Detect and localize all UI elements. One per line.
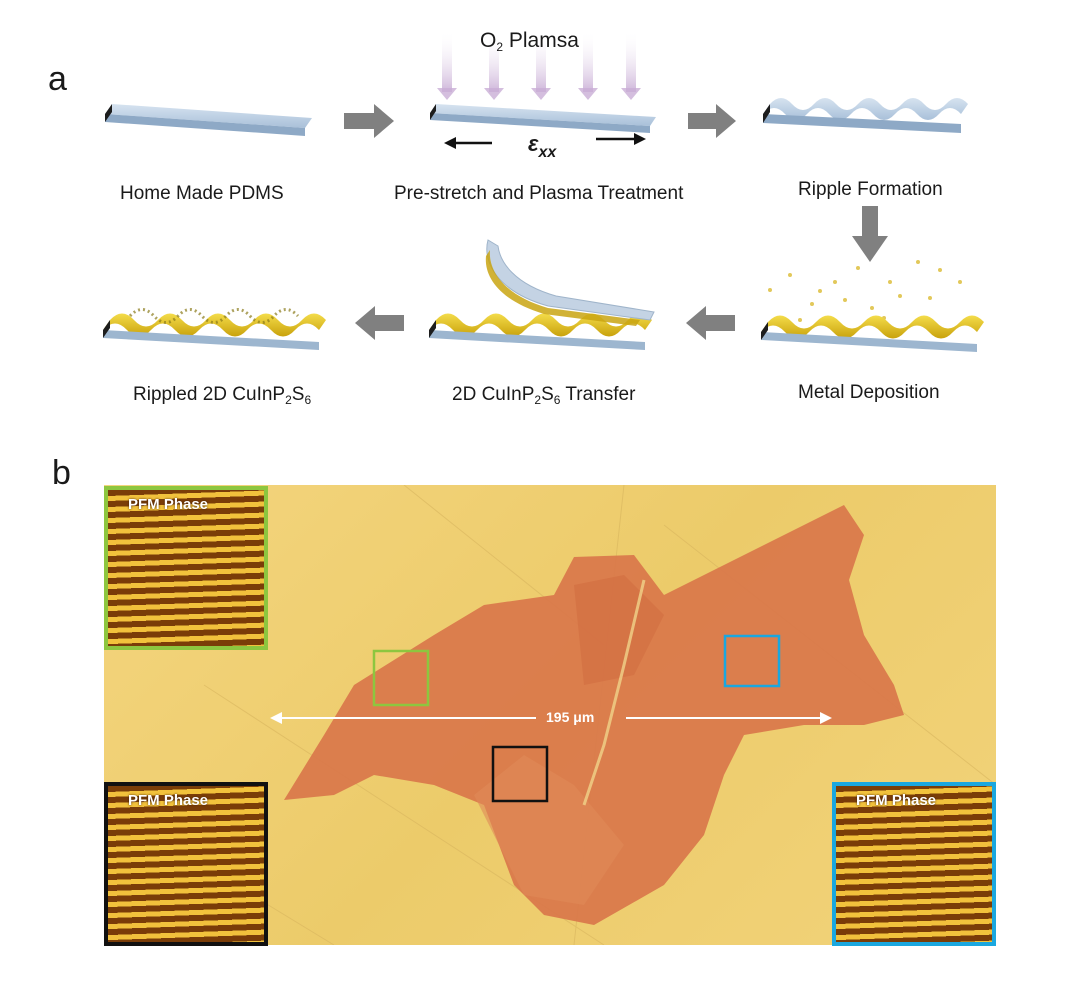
inset-black-label: PFM Phase bbox=[128, 792, 209, 809]
plasma-label: O2 Plamsa bbox=[480, 29, 579, 54]
inset-blue-label: PFM Phase bbox=[856, 792, 937, 809]
plasma-rays bbox=[437, 30, 641, 100]
inset-blue: PFM Phase bbox=[832, 782, 996, 946]
rippled-pdms bbox=[763, 98, 968, 133]
inset-green-label: PFM Phase bbox=[128, 496, 209, 513]
caption-prestretch: Pre-stretch and Plasma Treatment bbox=[394, 183, 684, 204]
process-arrow-left-2 bbox=[355, 306, 404, 340]
caption-rippled-cuinps: Rippled 2D CuInP2S6 bbox=[133, 384, 312, 407]
caption-metal-deposition: Metal Deposition bbox=[798, 382, 940, 403]
panel-a-label: a bbox=[48, 60, 67, 98]
process-arrow-1 bbox=[344, 104, 394, 138]
scale-bar-label: 195 μm bbox=[546, 709, 595, 725]
region-blue bbox=[723, 634, 781, 688]
pdms-slab bbox=[105, 104, 312, 136]
region-black bbox=[491, 745, 549, 803]
gold-rippled-pdms bbox=[761, 315, 984, 352]
panel-b-label: b bbox=[52, 454, 71, 492]
rippled-cuinps-structure bbox=[103, 308, 326, 350]
region-green bbox=[372, 649, 430, 707]
caption-home-made-pdms: Home Made PDMS bbox=[120, 183, 284, 204]
metal-particles bbox=[768, 260, 962, 324]
process-arrow-down bbox=[852, 206, 888, 262]
inset-black: PFM Phase bbox=[104, 782, 268, 946]
caption-transfer: 2D CuInP2S6 Transfer bbox=[452, 384, 636, 407]
micrograph-svg bbox=[104, 485, 996, 945]
strain-label: εxx bbox=[528, 131, 557, 161]
strain-arrows bbox=[444, 133, 646, 149]
inset-green: PFM Phase bbox=[104, 486, 268, 650]
process-arrow-left-1 bbox=[686, 306, 735, 340]
process-arrow-2 bbox=[688, 104, 736, 138]
cuinps-flake bbox=[284, 505, 904, 925]
prestretched-pdms bbox=[430, 104, 656, 133]
caption-ripple-formation: Ripple Formation bbox=[798, 179, 943, 200]
transfer-structure bbox=[429, 239, 655, 350]
scale-bar bbox=[270, 712, 832, 724]
